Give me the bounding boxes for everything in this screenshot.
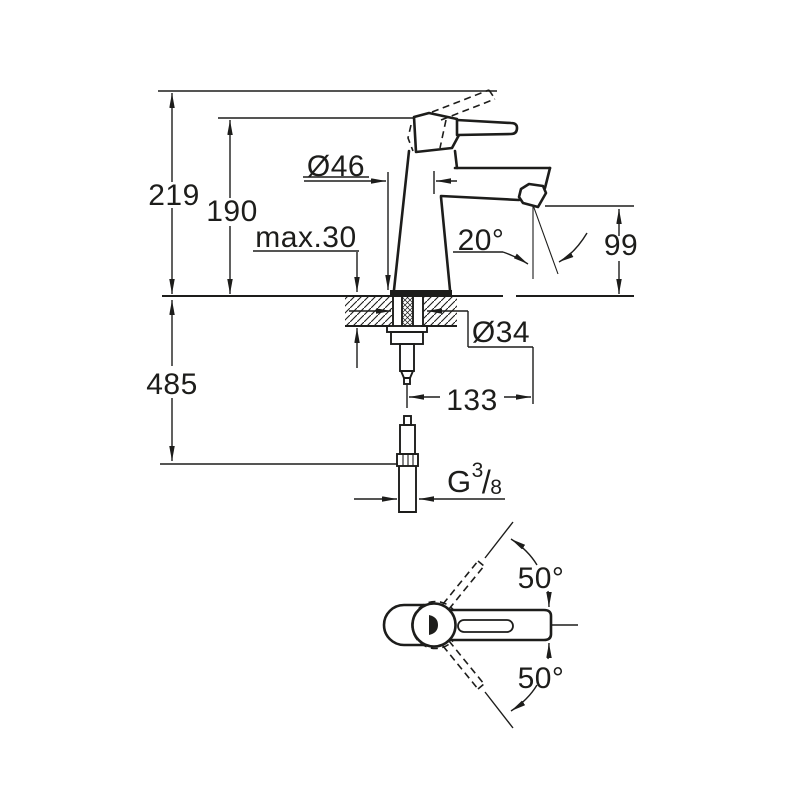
aerator: [517, 182, 548, 209]
neck-edge: [453, 149, 459, 170]
supply-hose-lower: [396, 415, 419, 513]
braided-hose-upper: [399, 343, 415, 372]
swing-up-angle-label: 50°: [518, 562, 565, 595]
lever-raised-dashed-top: [431, 89, 490, 113]
lever-swing-up-dashed-b: [448, 565, 485, 610]
mounting-nut: [390, 331, 424, 345]
hose-tip: [403, 377, 411, 385]
braided-hose-lower: [399, 424, 416, 455]
swing-up-arc-inner: [546, 590, 552, 608]
counter-hatch-left: [345, 297, 393, 326]
thread-numerator: 3: [472, 459, 484, 482]
lever-swing-up-dashed-cap: [477, 560, 485, 567]
hole-diameter-label: Ø34: [472, 316, 530, 349]
thread-slash: /: [482, 464, 491, 500]
hose-taper: [399, 370, 415, 379]
lever-swing-down-dashed-a: [442, 645, 479, 690]
lever-height-label: 190: [206, 195, 258, 228]
connection-tube: [398, 466, 417, 513]
threaded-shank: [402, 296, 413, 326]
lever-ridge: [457, 619, 514, 633]
lever-handle: [455, 118, 519, 137]
lever-raised-dashed-cap: [488, 89, 496, 100]
angle20-arc-arrow: [558, 232, 588, 263]
deck-thickness-label: max.30: [255, 221, 356, 254]
counter-hatch-right: [423, 297, 457, 326]
countertop-section: [162, 295, 634, 327]
lever-raised-dashed-bottom: [440, 98, 496, 121]
swing-up-ray: [484, 521, 514, 559]
lever-swing-down-dashed-cap: [477, 683, 485, 690]
thread-size-label: G3/8: [447, 459, 502, 500]
lever-swing-up-dashed-a: [442, 560, 479, 605]
top-view: [382, 521, 578, 729]
cartridge-mark: [429, 615, 438, 635]
stream-angled-ref: [532, 204, 559, 275]
spout-underside: [439, 194, 521, 202]
swing-down-arc-inner: [546, 642, 552, 660]
swing-down-arc-outer: [510, 684, 538, 712]
thread-denominator: 8: [490, 476, 502, 499]
side-view: [158, 89, 634, 513]
hose-lower-tip: [403, 415, 412, 426]
dimension-labels: 219 190 Ø46 max.30 20° 99 Ø34 133 485 G3…: [146, 150, 638, 695]
swing-down-ray: [484, 691, 514, 729]
swing-down-angle-label: 50°: [518, 662, 565, 695]
body-diameter-label: Ø46: [307, 150, 365, 183]
spout-projection-label: 133: [446, 384, 498, 417]
body-base-band: [390, 290, 452, 296]
spout-angle-label: 20°: [458, 224, 505, 257]
hose-length-label: 485: [146, 368, 198, 401]
lever-swing-down-dashed-b: [448, 640, 485, 685]
thread-prefix: G: [447, 464, 472, 499]
body-left-edge: [392, 149, 411, 292]
spout-height-label: 99: [604, 229, 638, 262]
faucet-body: [390, 89, 552, 296]
angle20-leader: [502, 251, 529, 265]
swing-up-arc-outer: [510, 538, 538, 566]
total-height-label: 219: [148, 179, 200, 212]
spout-end-edge: [543, 166, 552, 190]
lever-raised-dashed-left: [407, 124, 414, 152]
mounting-shank: [386, 296, 428, 385]
body-right-edge: [439, 195, 452, 292]
lever-cartridge: [412, 111, 461, 154]
cartridge-hidden-edge: [439, 119, 447, 149]
